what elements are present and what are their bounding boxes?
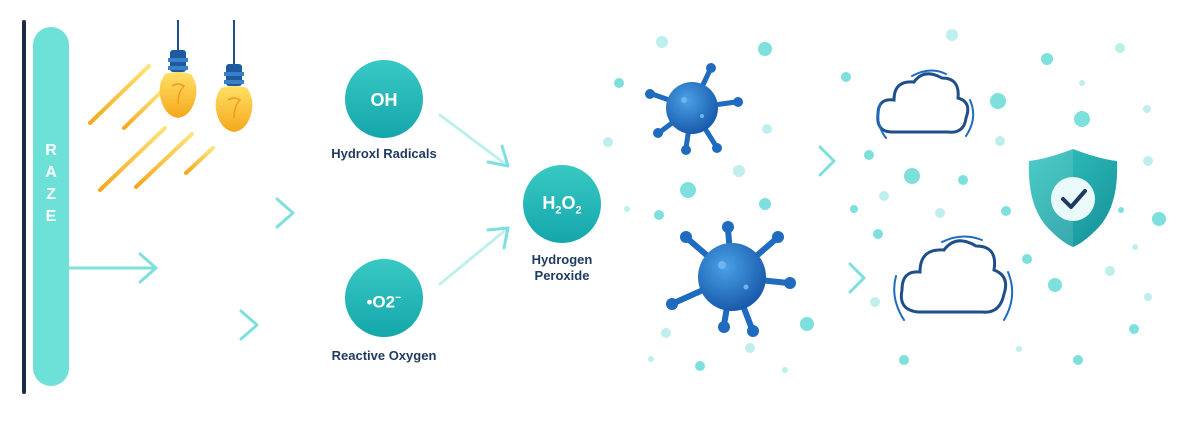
brand-letter: Z	[46, 186, 56, 203]
brand-letter: E	[45, 208, 57, 225]
brand-letter: A	[45, 164, 57, 181]
peroxide-label-line1: Hydrogen	[531, 252, 593, 267]
brand-letter: R	[45, 142, 57, 159]
virus-icon	[645, 63, 743, 155]
hydroxyl-symbol: OH	[370, 90, 398, 110]
arrows-to-peroxide	[438, 113, 510, 286]
hydroxyl-bubble	[345, 60, 423, 138]
shield-check-icon	[1028, 149, 1118, 247]
peroxide-o: O	[561, 193, 576, 213]
virus-icon	[666, 221, 796, 337]
arrows-from-bar	[67, 197, 295, 341]
peroxide-h: H	[542, 193, 556, 213]
oxygen-charge: −	[395, 292, 402, 304]
peroxide-symbol: H2O2	[523, 192, 601, 222]
oxygen-symbol-text: •O2	[366, 292, 396, 312]
hydroxyl-label: Hydroxl Radicals	[331, 146, 437, 161]
raze-bar	[33, 27, 69, 386]
oxygen-symbol: •O2−	[345, 287, 423, 314]
brand-name: R A Z E	[31, 140, 71, 228]
light-bulb-icon	[215, 20, 253, 132]
oxygen-label: Reactive Oxygen	[331, 348, 437, 363]
peroxide-sub-1: 2	[555, 204, 562, 217]
cloud-icon	[876, 69, 975, 139]
peroxide-sub-2: 2	[575, 204, 582, 217]
peroxide-bubble	[523, 165, 601, 243]
oxygen-bubble	[345, 259, 423, 337]
light-bulb-icon	[159, 20, 197, 118]
peroxide-label: Hydrogen Peroxide	[502, 252, 622, 284]
particle-dots	[603, 29, 1166, 373]
light-rays	[88, 64, 215, 192]
peroxide-label-line2: Peroxide	[534, 268, 590, 283]
arrows-to-clouds	[776, 145, 866, 294]
cloud-icon	[893, 235, 1014, 321]
